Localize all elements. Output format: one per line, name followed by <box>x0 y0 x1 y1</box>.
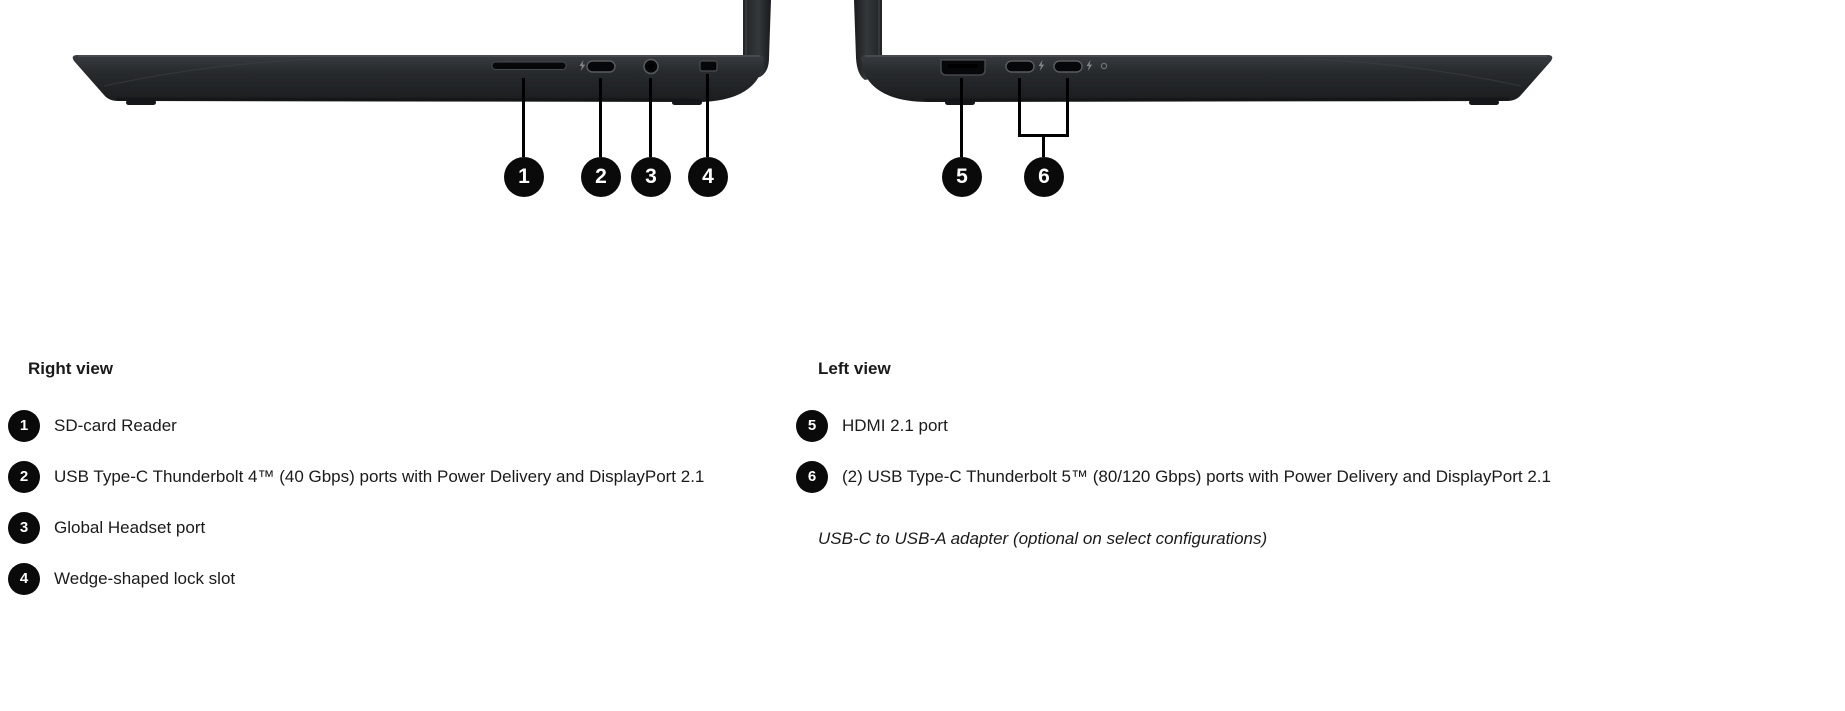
legend-item-4: 4 Wedge-shaped lock slot <box>8 553 783 604</box>
callout-5: 5 <box>942 157 982 197</box>
bottom-shadow <box>115 97 701 102</box>
legend-num-5: 5 <box>796 409 828 442</box>
legend-item-5: 5 HDMI 2.1 port <box>796 400 1836 451</box>
callout-2-number: 2 <box>595 165 607 188</box>
legend-num-1: 1 <box>8 409 40 442</box>
legend-item-2: 2 USB Type-C Thunderbolt 4™ (40 Gbps) po… <box>8 451 783 502</box>
bottom-shadow <box>924 97 1510 102</box>
legend-item-3: 3 Global Headset port <box>8 502 783 553</box>
left-view-heading: Left view <box>818 359 891 378</box>
legend-num-3: 3 <box>8 511 40 544</box>
legend-left-view: Left view 5 HDMI 2.1 port 6 (2) USB Type… <box>796 358 1836 549</box>
right-view-heading: Right view <box>28 359 114 378</box>
legend-item-1: 1 SD-card Reader <box>8 400 783 451</box>
callout-line-1 <box>522 78 525 157</box>
callout-line-3 <box>649 78 652 157</box>
laptop-right-view-illustration <box>72 0 771 105</box>
callout-line-6a <box>1018 78 1021 137</box>
legend-num-4: 4 <box>8 562 40 595</box>
legend-label-6: (2) USB Type-C Thunderbolt 5™ (80/120 Gb… <box>842 466 1551 486</box>
callout-3: 3 <box>631 157 671 197</box>
callout-4: 4 <box>688 157 728 197</box>
callout-4-number: 4 <box>702 165 714 188</box>
legend-item-6: 6 (2) USB Type-C Thunderbolt 5™ (80/120 … <box>796 451 1836 502</box>
usb-c-port-2 <box>1053 60 1083 73</box>
side-seam <box>103 58 321 87</box>
legend-label-3: Global Headset port <box>54 517 206 537</box>
callout-5-number: 5 <box>956 165 968 188</box>
adapter-note: USB-C to USB-A adapter (optional on sele… <box>818 529 1268 548</box>
legend-label-1: SD-card Reader <box>54 415 177 435</box>
callout-1: 1 <box>504 157 544 197</box>
legend-num-2: 2 <box>8 460 40 493</box>
rubber-foot <box>1469 100 1499 105</box>
rubber-foot <box>126 100 156 105</box>
chassis <box>72 55 764 102</box>
left-view-rows: 5 HDMI 2.1 port 6 (2) USB Type-C Thunder… <box>796 400 1836 502</box>
right-view-rows: 1 SD-card Reader 2 USB Type-C Thunderbol… <box>8 400 783 604</box>
legend-num-6: 6 <box>796 460 828 493</box>
thunderbolt-icon <box>579 60 586 71</box>
callout-3-number: 3 <box>645 165 657 188</box>
side-seam <box>1304 58 1522 87</box>
callout-6: 6 <box>1024 157 1064 197</box>
legend-label-4: Wedge-shaped lock slot <box>54 568 236 588</box>
usb-c-port <box>586 60 616 73</box>
callout-stem-6 <box>1042 136 1045 157</box>
callout-line-2 <box>599 78 602 157</box>
callout-line-4 <box>706 74 709 157</box>
legend-label-2: USB Type-C Thunderbolt 4™ (40 Gbps) port… <box>54 466 705 486</box>
callout-1-number: 1 <box>518 165 530 188</box>
rubber-foot <box>672 100 702 105</box>
usb-c-port-1 <box>1005 60 1035 73</box>
callout-2: 2 <box>581 157 621 197</box>
legend-label-5: HDMI 2.1 port <box>842 415 948 435</box>
laptop-left-view-illustration <box>854 0 1553 105</box>
legend-right-view: Right view 1 SD-card Reader 2 USB Type-C… <box>8 358 783 604</box>
thunderbolt-icon-2 <box>1086 60 1093 71</box>
sd-card-slot <box>491 61 567 70</box>
callout-6-number: 6 <box>1038 165 1050 188</box>
callout-bracket-6 <box>1018 134 1069 137</box>
callout-line-6b <box>1066 78 1069 137</box>
power-icon <box>1100 62 1108 70</box>
thunderbolt-icon-1 <box>1038 60 1045 71</box>
hdmi-port-slot <box>948 64 978 68</box>
callout-line-5 <box>960 78 963 157</box>
lock-slot <box>699 60 718 72</box>
headset-jack-hole <box>648 63 654 70</box>
